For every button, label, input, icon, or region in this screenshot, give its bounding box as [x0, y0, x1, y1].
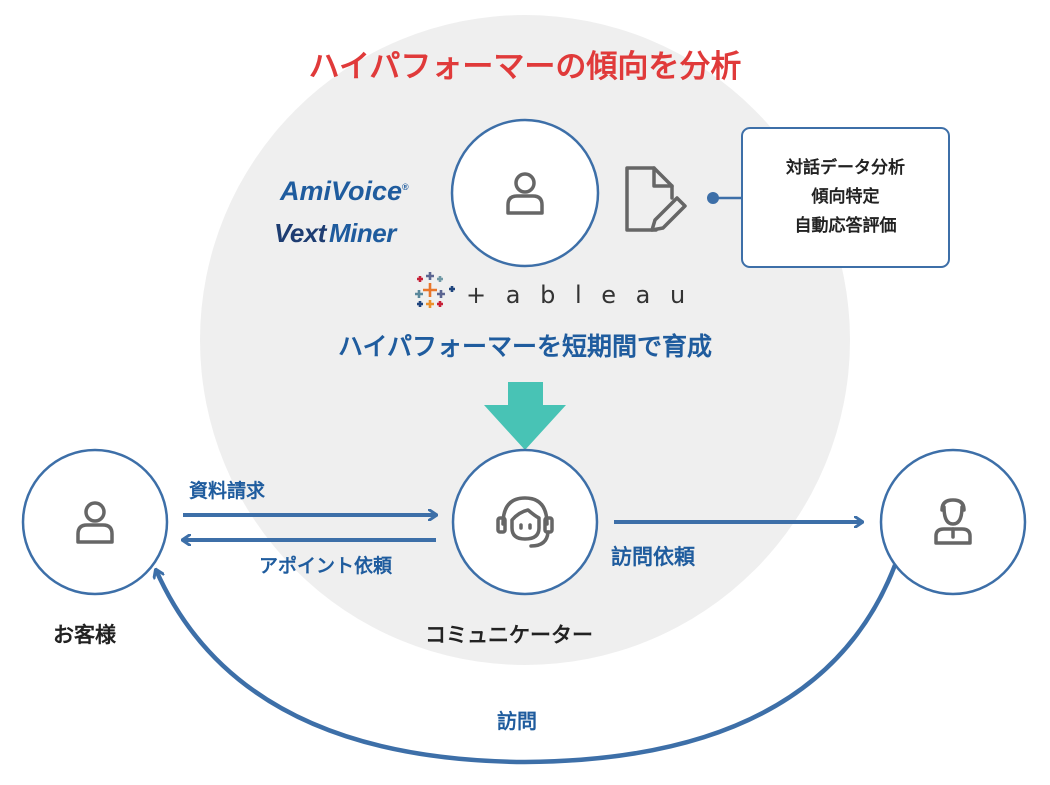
document-request-label: 資料請求 [189, 480, 266, 502]
note-line: 傾向特定 [811, 187, 880, 207]
note-connector-dot [707, 192, 719, 204]
amivoice-logo-text: AmiVoice [280, 176, 403, 206]
appointment-request-label: アポイント依頼 [259, 555, 393, 577]
vextminer-logo-part1: Vext [274, 218, 326, 248]
headset-operator-icon [496, 496, 554, 548]
visit-label: 訪問 [497, 709, 537, 733]
communicator-node [451, 448, 599, 596]
background-circle [200, 15, 850, 665]
tableau-logo-icon [415, 272, 455, 308]
visitor-node [879, 448, 1027, 596]
salesperson-icon [934, 498, 972, 545]
document-edit-icon [625, 166, 687, 232]
visit-arc-arrow [156, 564, 898, 765]
diagram-subtitle: ハイパフォーマーを短期間で育成 [337, 332, 712, 361]
customer-label: お客様 [53, 623, 116, 647]
diagram-title: ハイパフォーマーの傾向を分析 [308, 49, 742, 85]
communicator-label: コミュニケーター [425, 623, 593, 647]
registered-mark: ® [402, 182, 409, 192]
note-line: 自動応答評価 [794, 216, 897, 236]
teal-down-arrow [484, 382, 566, 450]
analysis-note-box: 対話データ分析 傾向特定 自動応答評価 [741, 127, 950, 268]
visit-request-label: 訪問依頼 [611, 545, 695, 569]
amivoice-logo: AmiVoice® [280, 178, 409, 205]
tableau-logo-text: + a b l e a u [466, 281, 692, 309]
vextminer-logo-part2: Miner [328, 218, 396, 248]
customer-person-icon [76, 501, 114, 544]
note-line: 対話データ分析 [786, 158, 905, 178]
person-icon [506, 172, 544, 215]
